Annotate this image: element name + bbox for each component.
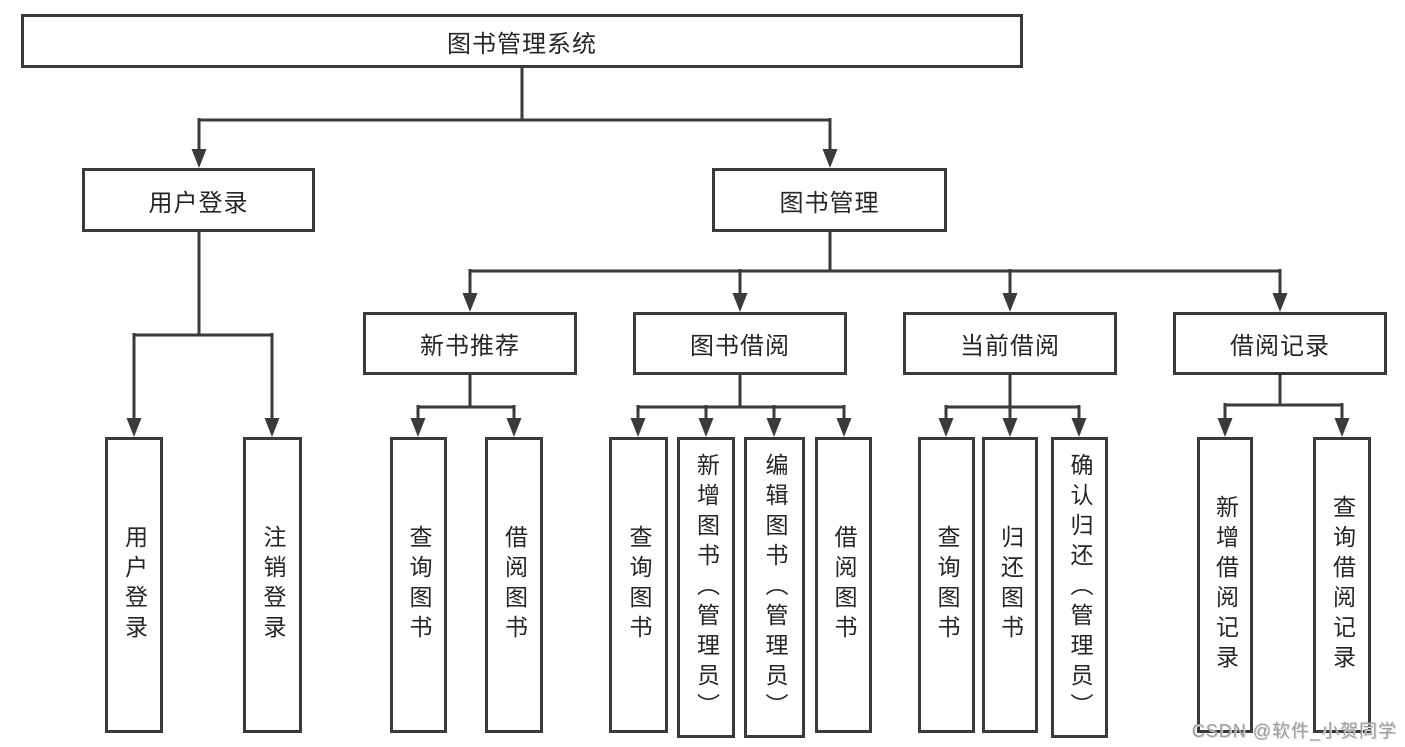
leaf-add-borrow-record: 新增借阅记录 bbox=[1197, 437, 1253, 733]
node-current-borrow: 当前借阅 bbox=[903, 312, 1117, 375]
node-user-login: 用户登录 bbox=[82, 168, 315, 232]
csdn-watermark: CSDN @软件_小贺同学 bbox=[1191, 721, 1397, 741]
leaf-borrow-books: 借阅图书 bbox=[815, 437, 872, 733]
node-borrow-records: 借阅记录 bbox=[1173, 312, 1387, 375]
leaf-confirm-return-admin: 确认归还（管理员） bbox=[1051, 437, 1108, 738]
leaf-logout-login: 注销登录 bbox=[243, 437, 302, 733]
leaf-edit-books-admin: 编辑图书（管理员） bbox=[744, 437, 805, 738]
leaf-borrow-books-recommend: 借阅图书 bbox=[485, 437, 543, 733]
tree-connectors bbox=[132, 68, 1344, 421]
leaf-return-books: 归还图书 bbox=[982, 437, 1038, 733]
leaf-query-books-borrow: 查询图书 bbox=[609, 437, 668, 733]
leaf-query-borrow-record: 查询借阅记录 bbox=[1313, 437, 1371, 733]
node-new-book-recommend: 新书推荐 bbox=[363, 312, 577, 375]
arrowhead-icons bbox=[126, 149, 1350, 437]
leaf-query-books-current: 查询图书 bbox=[918, 437, 975, 733]
node-book-management: 图书管理 bbox=[712, 168, 947, 232]
leaf-add-books-admin: 新增图书（管理员） bbox=[677, 437, 735, 738]
node-root-system: 图书管理系统 bbox=[21, 14, 1023, 68]
leaf-query-books-recommend: 查询图书 bbox=[390, 437, 447, 733]
node-book-borrow: 图书借阅 bbox=[633, 312, 847, 375]
leaf-user-login: 用户登录 bbox=[105, 437, 163, 733]
